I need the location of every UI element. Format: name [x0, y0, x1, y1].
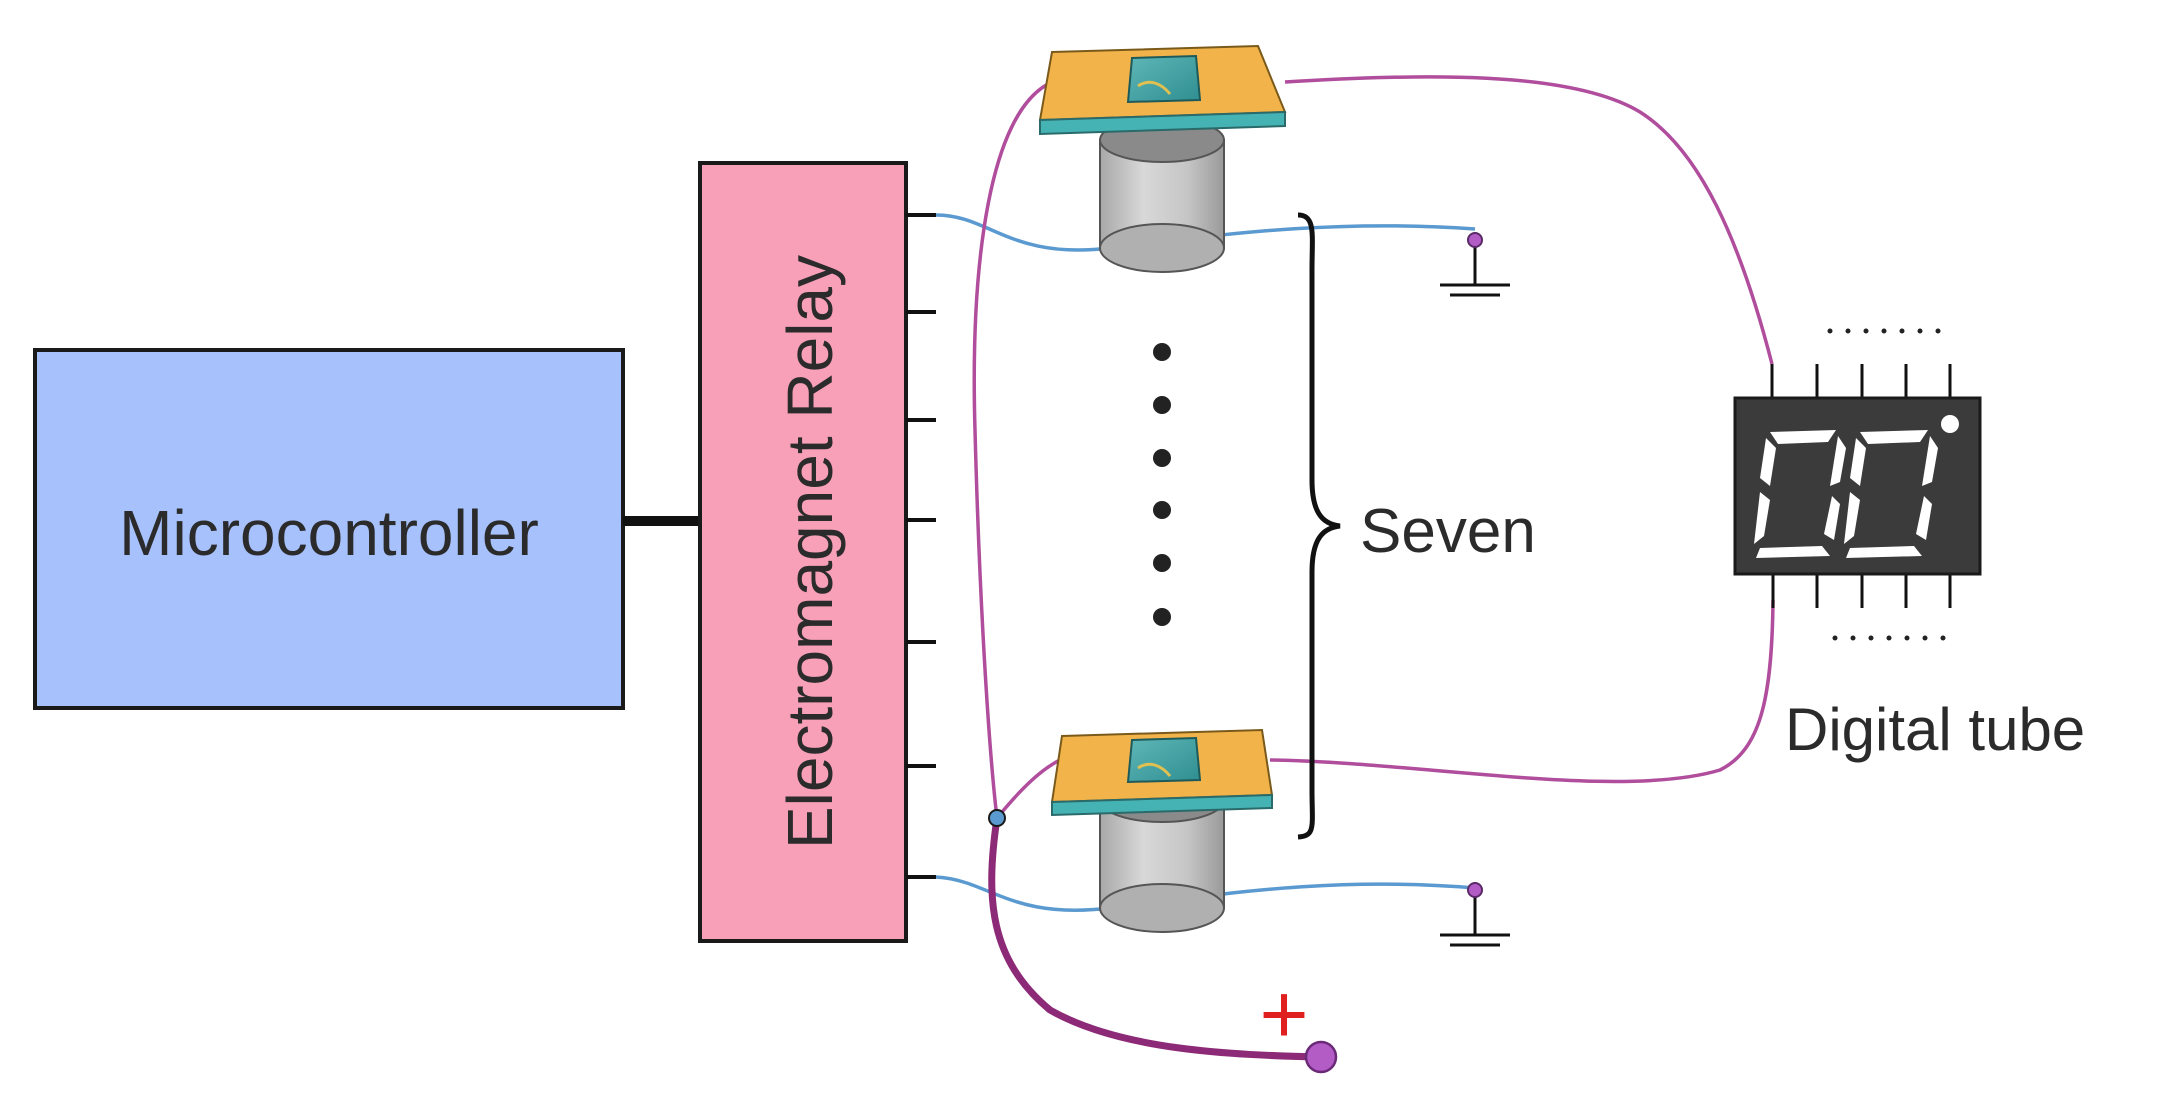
junction-node — [988, 809, 1006, 827]
sensor-top-cylinder — [1099, 117, 1225, 273]
magenta-wire-left-loop — [972, 80, 1053, 819]
brace — [1297, 212, 1341, 840]
ground-symbol-top — [1440, 232, 1510, 297]
tube-pins-bottom — [1771, 574, 1952, 608]
relay-label: Electromagnet Relay — [774, 255, 846, 849]
relay-pins — [906, 213, 936, 879]
sensor-bottom — [1050, 728, 1274, 933]
magenta-wire-bottom-sensor-link — [995, 758, 1061, 820]
seven-label: Seven — [1360, 497, 1536, 566]
digital-tube-label: Digital tube — [1785, 696, 2085, 763]
digital-tube — [1733, 328, 1982, 641]
tube-ellipsis-bottom — [1832, 635, 1946, 641]
microcontroller-label: Microcontroller — [119, 497, 539, 569]
sensor-bottom-chip — [1050, 728, 1274, 817]
ground-symbol-bottom — [1440, 882, 1510, 947]
tube-ellipsis-top — [1827, 328, 1941, 334]
sensor-top-chip — [1038, 44, 1287, 136]
positive-terminal: + — [1259, 967, 1338, 1074]
tube-digit-1 — [1754, 430, 1846, 558]
sensor-top — [1038, 44, 1287, 273]
tube-body — [1733, 396, 1982, 576]
tube-pins-top — [1770, 364, 1952, 398]
tube-decimal-point — [1941, 415, 1959, 433]
positive-supply-wire — [988, 817, 1321, 1061]
ellipsis-dots-vertical — [1153, 343, 1171, 626]
microcontroller-block: Microcontroller — [33, 348, 625, 710]
magenta-wire-bottom-to-tube — [1269, 599, 1775, 784]
tube-digit-2 — [1844, 430, 1938, 558]
plus-sign: + — [1259, 967, 1308, 1061]
relay-block: Electromagnet Relay — [698, 161, 936, 943]
magenta-wire-top-to-tube — [1284, 75, 1774, 365]
